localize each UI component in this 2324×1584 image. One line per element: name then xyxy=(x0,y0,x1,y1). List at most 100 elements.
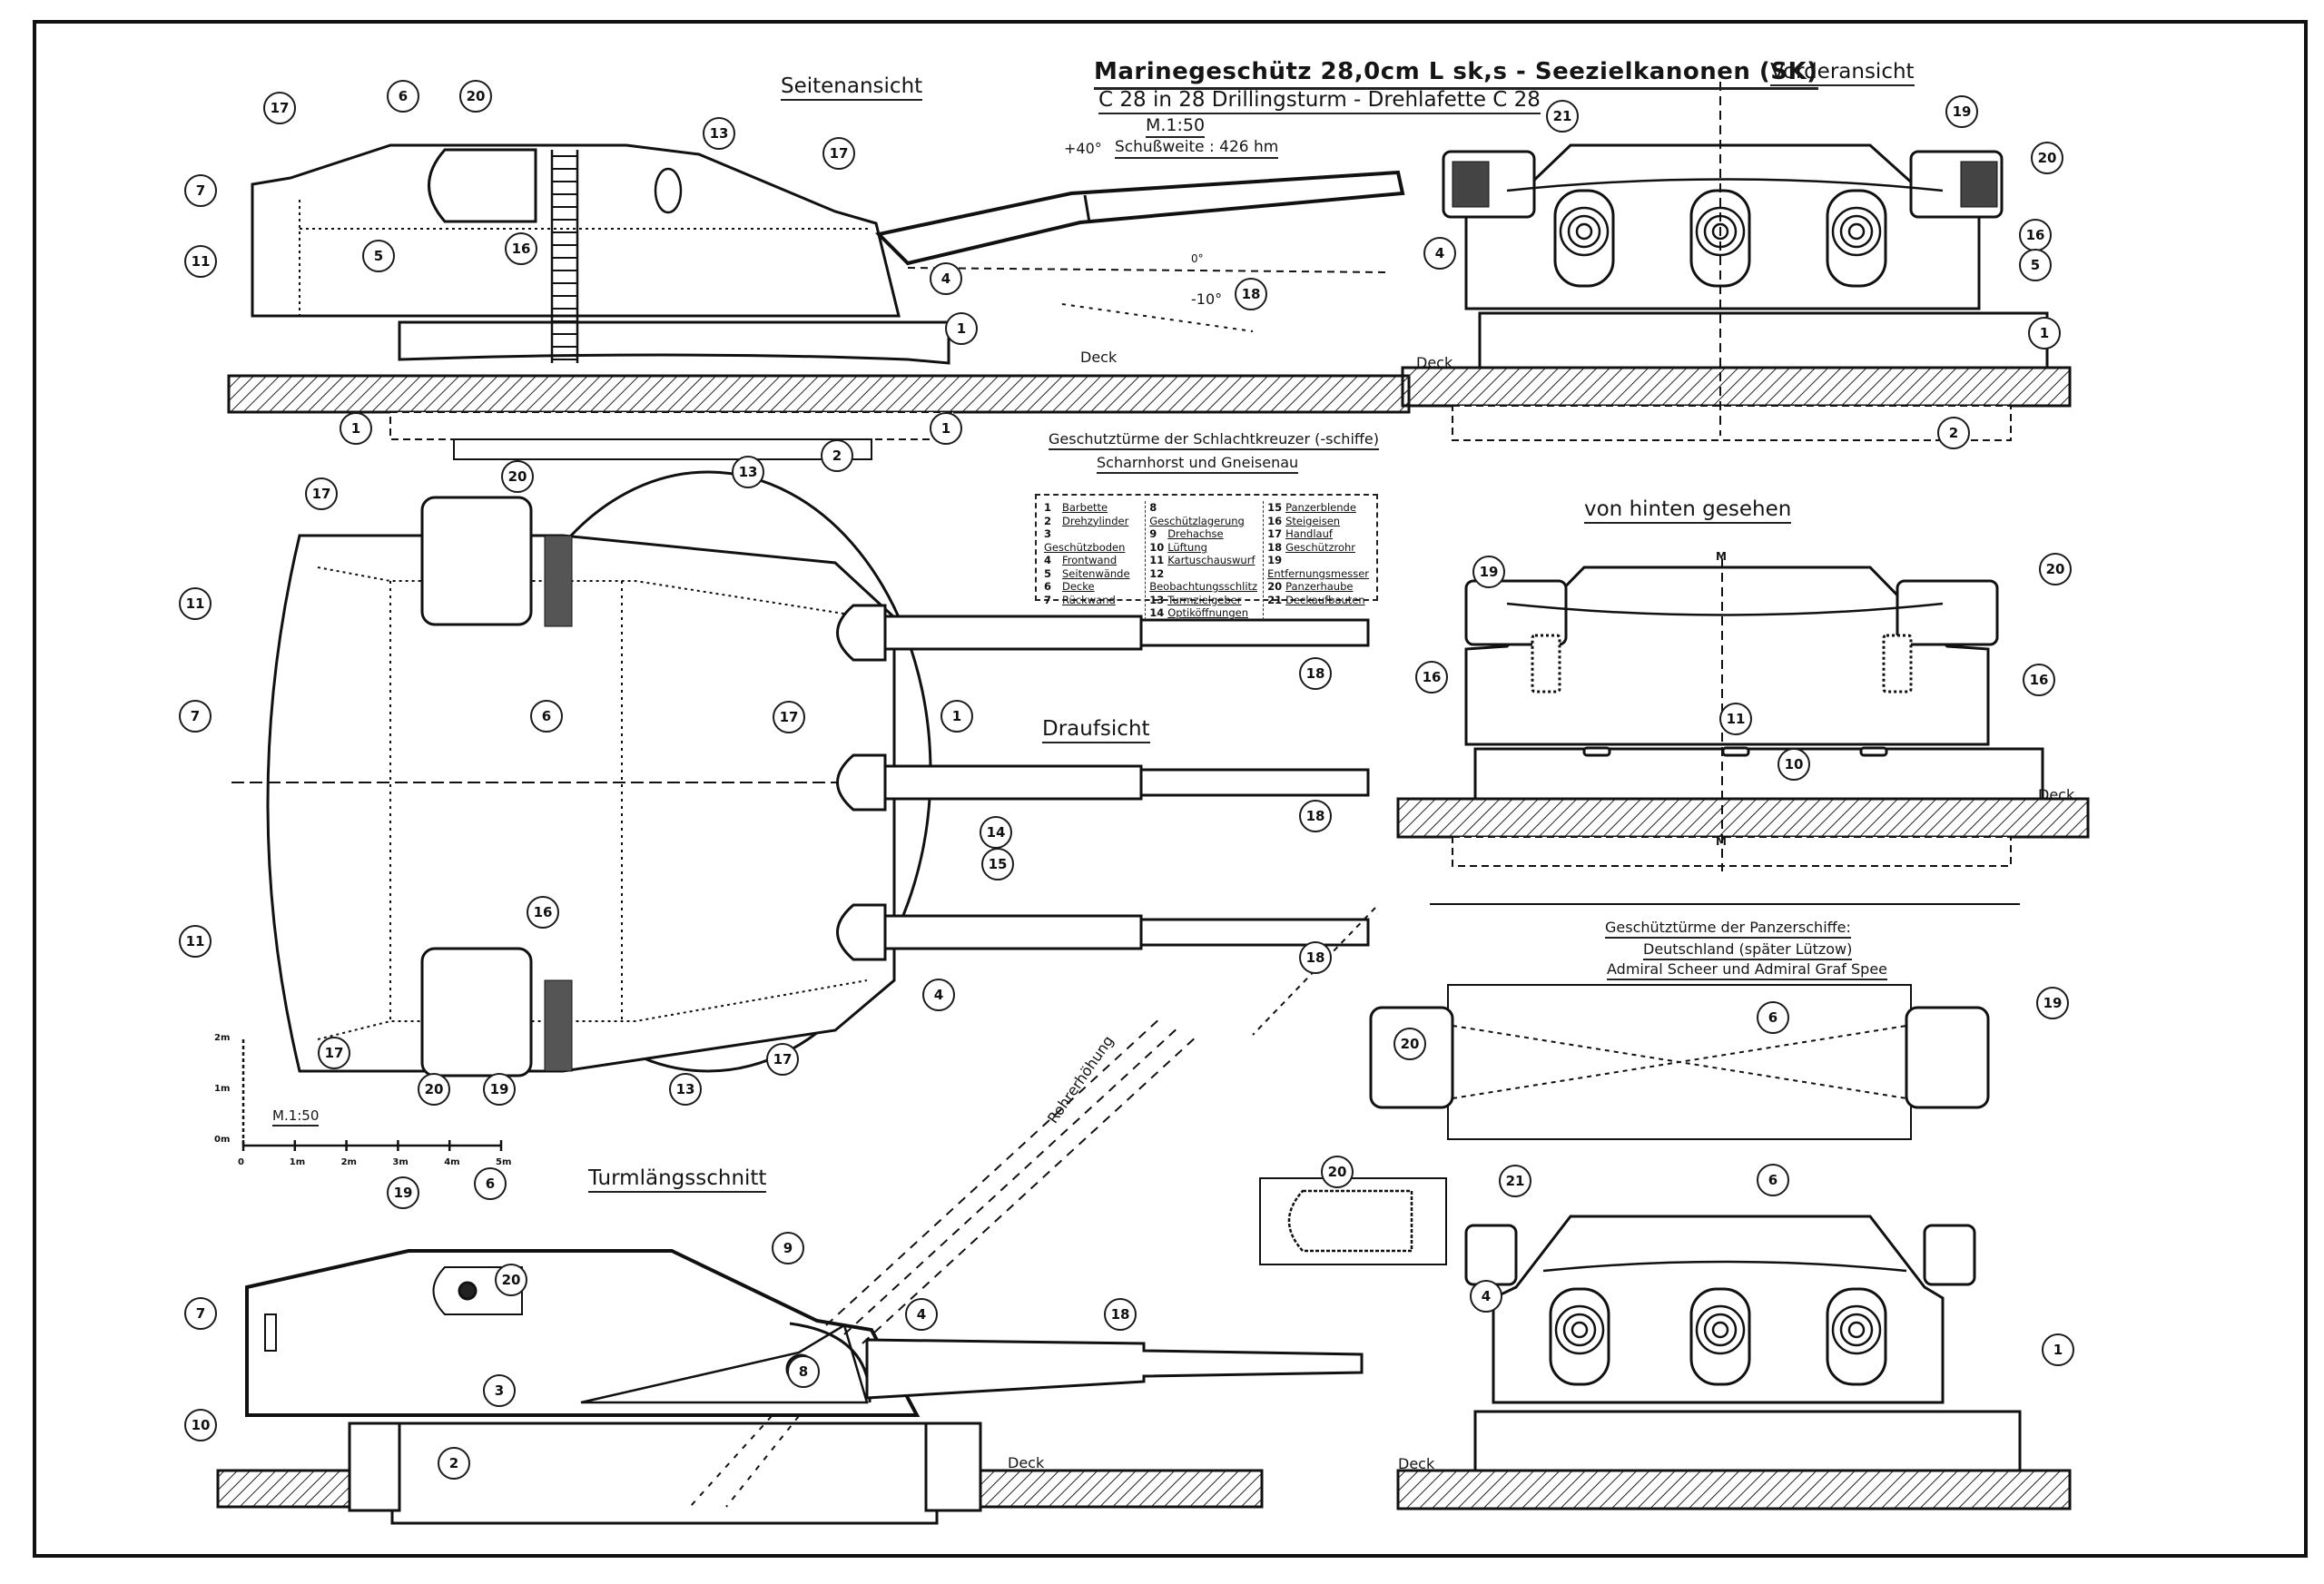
front-deck xyxy=(1401,366,2072,408)
midline-label-top: M xyxy=(1716,550,1727,563)
view-title-side: Seitenansicht xyxy=(781,74,923,101)
scale-x-tick-label: 2m xyxy=(340,1157,357,1167)
deck-label-side: Deck xyxy=(1080,349,1118,366)
legend-number: 18 xyxy=(1267,540,1283,554)
deck-label-front: Deck xyxy=(1416,354,1453,371)
scale-y-tick-label: 0m xyxy=(214,1135,231,1145)
callout-top: 4 xyxy=(922,979,955,1011)
callout-panzer: 20 xyxy=(1393,1028,1426,1060)
legend-text: Panzerhaube xyxy=(1285,580,1354,593)
scale-x-tick-label: 0 xyxy=(238,1157,244,1167)
callout-top: 1 xyxy=(940,700,973,733)
legend-text: Entfernungsmesser xyxy=(1267,566,1369,580)
legend-number: 12 xyxy=(1149,566,1165,580)
callout-section: 7 xyxy=(184,1297,217,1330)
top-hood-lower xyxy=(420,947,533,1077)
callout-section: 8 xyxy=(787,1355,820,1388)
top-view xyxy=(231,470,1370,1077)
callout-top: 7 xyxy=(179,700,212,733)
panzer-views xyxy=(1259,984,2072,1510)
section-gun-barrel xyxy=(865,1338,1364,1400)
side-deck xyxy=(227,374,1411,414)
scale-x-tick-label: 3m xyxy=(392,1157,409,1167)
callout-section: 3 xyxy=(483,1374,516,1407)
callout-side: 16 xyxy=(505,232,537,265)
callout-top: 20 xyxy=(501,460,534,493)
callout-front: 21 xyxy=(1546,100,1579,133)
panzerschiffe-title: Geschütztürme der Panzerschiffe: xyxy=(1605,919,1851,939)
deck-label-rear: Deck xyxy=(2038,786,2075,803)
legend-number: 11 xyxy=(1149,554,1165,566)
callout-top: 16 xyxy=(527,896,559,929)
callout-rear: 16 xyxy=(2023,664,2055,696)
callout-rear: 16 xyxy=(1415,661,1448,694)
callout-front: 4 xyxy=(1423,237,1456,270)
scale-y-tick-label: 2m xyxy=(214,1033,231,1043)
top-gun-barrel-tip xyxy=(1139,918,1370,947)
legend-text: Seitenwände xyxy=(1062,566,1130,580)
callout-rear: 10 xyxy=(1777,748,1810,781)
callout-top: 6 xyxy=(530,700,563,733)
callout-top: 20 xyxy=(418,1073,450,1106)
legend-number: 6 xyxy=(1044,580,1052,593)
scale-bar xyxy=(241,1039,503,1151)
callout-top: 13 xyxy=(732,456,764,488)
callout-front: 1 xyxy=(2028,317,2061,349)
scale-x-tick-label: 1m xyxy=(289,1157,306,1167)
callout-side: 13 xyxy=(703,117,735,150)
top-hood-upper xyxy=(420,496,533,626)
callout-rear: 11 xyxy=(1719,703,1752,735)
side-under-barbette xyxy=(389,411,954,440)
callout-panzer: 20 xyxy=(1321,1156,1354,1188)
legend-number: 7 xyxy=(1044,593,1052,606)
section-view xyxy=(216,1016,1364,1525)
legend-text: Lüftung xyxy=(1167,540,1207,554)
front-view xyxy=(1401,82,2072,441)
callout-side: 11 xyxy=(184,245,217,278)
side-rangefinder-hood xyxy=(428,148,537,223)
callout-section: 2 xyxy=(438,1447,470,1480)
elevation-max-label: +40° xyxy=(1064,140,1102,157)
legend-item: 19Entfernungsmesser xyxy=(1267,554,1369,580)
callout-section: 9 xyxy=(772,1232,804,1264)
view-title-section: Turmlängsschnitt xyxy=(588,1166,767,1193)
callout-rear: 19 xyxy=(1472,556,1505,588)
callout-panzer: 19 xyxy=(2036,987,2069,1019)
callout-side: 17 xyxy=(263,92,296,124)
legend-text: Panzerblende xyxy=(1285,501,1356,514)
legend-number: 20 xyxy=(1267,580,1283,593)
legend-number: 21 xyxy=(1267,593,1283,606)
callout-section: 4 xyxy=(905,1298,938,1331)
scale-bar-label: M.1:50 xyxy=(272,1107,320,1127)
callout-side: 17 xyxy=(822,137,855,170)
callout-top: 18 xyxy=(1299,941,1332,974)
callout-top: 14 xyxy=(980,816,1012,849)
legend-number: 4 xyxy=(1044,554,1052,566)
callout-top: 17 xyxy=(773,701,805,733)
legend-text: Kartuschauswurf xyxy=(1167,554,1256,566)
panzer-gun-muzzle xyxy=(1711,1321,1729,1339)
callout-side: 5 xyxy=(362,240,395,272)
legend-text: Turmzielgeber xyxy=(1167,593,1242,606)
legend-text: Beobachtungsschlitz xyxy=(1149,580,1258,593)
callout-top: 18 xyxy=(1299,800,1332,832)
callout-front: 16 xyxy=(2019,219,2052,251)
legend-number: 8 xyxy=(1149,501,1157,514)
legend-number: 10 xyxy=(1149,540,1165,554)
callout-front: 2 xyxy=(1937,417,1970,449)
callout-side: 4 xyxy=(930,262,962,295)
firing-range: Schußweite : 426 hm xyxy=(1115,138,1279,159)
elevation-min-label: -10° xyxy=(1191,290,1223,308)
legend-number: 5 xyxy=(1044,566,1052,580)
callout-side: 6 xyxy=(387,80,419,113)
top-turret-body xyxy=(266,534,896,1073)
legend-item: 3Geschützboden xyxy=(1044,527,1139,554)
